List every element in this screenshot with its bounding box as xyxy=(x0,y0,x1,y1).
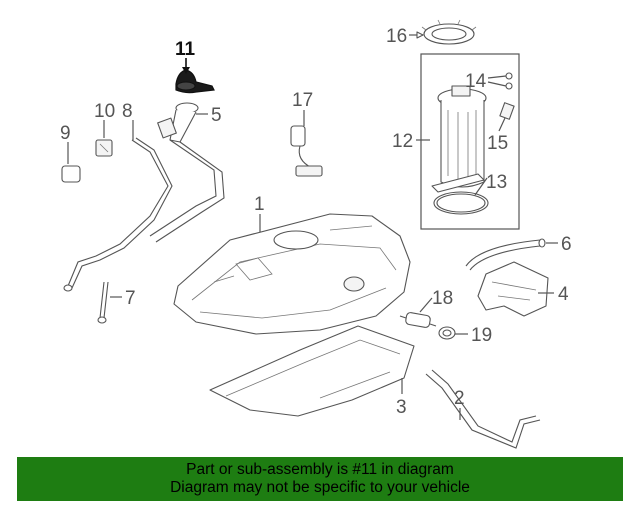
callout-18[interactable]: 18 xyxy=(432,288,453,309)
callout-11[interactable]: 11 xyxy=(175,39,196,60)
callout-1[interactable]: 1 xyxy=(254,194,265,215)
part-18-fuel-filter xyxy=(399,312,437,328)
callout-15[interactable]: 15 xyxy=(487,133,508,154)
arrowhead-11 xyxy=(182,67,190,74)
banner-line-2: Diagram may not be specific to your vehi… xyxy=(170,479,470,496)
leader-18 xyxy=(419,297,433,313)
part-8-vent-tube xyxy=(63,137,173,292)
callout-4[interactable]: 4 xyxy=(558,284,569,305)
callout-17[interactable]: 17 xyxy=(292,90,313,111)
part-19-o-ring xyxy=(438,326,456,340)
info-banner: Part or sub-assembly is #11 in diagram D… xyxy=(17,457,623,501)
callout-6[interactable]: 6 xyxy=(561,234,572,255)
callout-10[interactable]: 10 xyxy=(94,101,115,122)
callout-8[interactable]: 8 xyxy=(122,101,133,122)
callout-2[interactable]: 2 xyxy=(454,388,465,409)
part-7-bolt xyxy=(97,281,109,324)
callout-9[interactable]: 9 xyxy=(60,123,71,144)
part-11-fuel-cap xyxy=(175,69,215,94)
part-3-skid-plate xyxy=(209,325,415,417)
callout-14[interactable]: 14 xyxy=(465,71,487,92)
part-14-clips xyxy=(505,72,513,90)
callout-19[interactable]: 19 xyxy=(471,325,492,346)
part-17-sensor xyxy=(290,125,323,177)
part-12-frame xyxy=(420,53,520,230)
leader-15 xyxy=(498,117,506,132)
part-1-fuel-tank xyxy=(173,213,411,335)
callout-13[interactable]: 13 xyxy=(486,172,507,193)
part-9-clip xyxy=(61,165,81,183)
part-4-heat-shield xyxy=(477,261,549,317)
arrowhead-16 xyxy=(416,31,424,39)
part-6-hose xyxy=(465,238,546,271)
fuel-system-parts-diagram: 16 12 14 15 13 17 11 xyxy=(60,19,572,449)
callout-12[interactable]: 12 xyxy=(392,131,413,152)
part-10-bracket xyxy=(95,139,113,157)
part-13-seal xyxy=(433,191,489,215)
part-15-sender xyxy=(499,102,515,120)
callout-3[interactable]: 3 xyxy=(396,397,407,418)
callout-7[interactable]: 7 xyxy=(125,288,136,309)
part-5-filler-pipe xyxy=(149,102,225,243)
callout-5[interactable]: 5 xyxy=(211,105,222,126)
part-2-tank-strap xyxy=(425,369,541,449)
part-16-lock-ring xyxy=(421,19,477,45)
part-12-fuel-pump-module xyxy=(431,85,487,193)
callout-16[interactable]: 16 xyxy=(386,26,407,47)
leader-13 xyxy=(474,177,488,196)
banner-line-1: Part or sub-assembly is #11 in diagram xyxy=(186,461,454,478)
leader-14 xyxy=(487,75,507,87)
